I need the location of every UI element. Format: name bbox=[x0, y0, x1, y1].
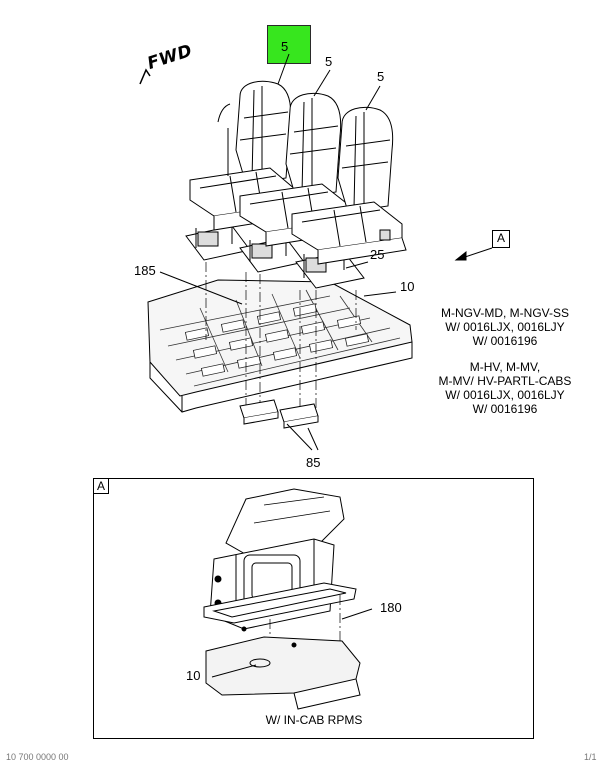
note-line: W/ 0016LJX, 0016LJY bbox=[445, 320, 565, 334]
callout-pads[interactable]: 85 bbox=[306, 455, 321, 470]
note-line: M-MV/ HV-PARTL-CABS bbox=[438, 374, 572, 388]
highlighted-callout[interactable] bbox=[267, 25, 311, 64]
seat-right bbox=[291, 106, 407, 265]
callout-seat-right[interactable]: 5 bbox=[377, 69, 385, 84]
callout-floor[interactable]: 10 bbox=[400, 279, 415, 294]
note-line: W/ 0016196 bbox=[472, 334, 538, 348]
footer-left: 10 700 0000 00 bbox=[6, 752, 69, 762]
callout-mount[interactable]: 185 bbox=[134, 263, 156, 278]
callout-seat-highlighted[interactable]: 5 bbox=[281, 39, 289, 54]
detail-caption: W/ IN-CAB RPMS bbox=[265, 713, 363, 727]
detail-illustration bbox=[203, 488, 373, 710]
detail-view-a: A bbox=[93, 478, 534, 739]
callout-detail-plate[interactable]: 180 bbox=[380, 600, 402, 615]
note-line: M-HV, M-MV, bbox=[469, 360, 541, 374]
seat-risers bbox=[185, 225, 365, 289]
cab-floor-panel bbox=[147, 279, 413, 413]
footer-right: 1/1 bbox=[584, 752, 597, 762]
applicability-note-1: M-NGV-MD, M-NGV-SS W/ 0016LJX, 0016LJY W… bbox=[420, 306, 590, 348]
note-line: W/ 0016196 bbox=[472, 402, 538, 416]
callout-seat-center[interactable]: 5 bbox=[325, 54, 333, 69]
mounting-pads bbox=[239, 399, 319, 429]
note-line: M-NGV-MD, M-NGV-SS bbox=[441, 306, 569, 320]
view-reference-a[interactable]: A bbox=[492, 230, 510, 248]
note-line: W/ 0016LJX, 0016LJY bbox=[445, 388, 565, 402]
callout-riser[interactable]: 25 bbox=[370, 247, 385, 262]
applicability-note-2: M-HV, M-MV, M-MV/ HV-PARTL-CABS W/ 0016L… bbox=[420, 360, 590, 416]
callout-detail-floor[interactable]: 10 bbox=[186, 668, 201, 683]
detail-view-label: A bbox=[93, 478, 109, 494]
